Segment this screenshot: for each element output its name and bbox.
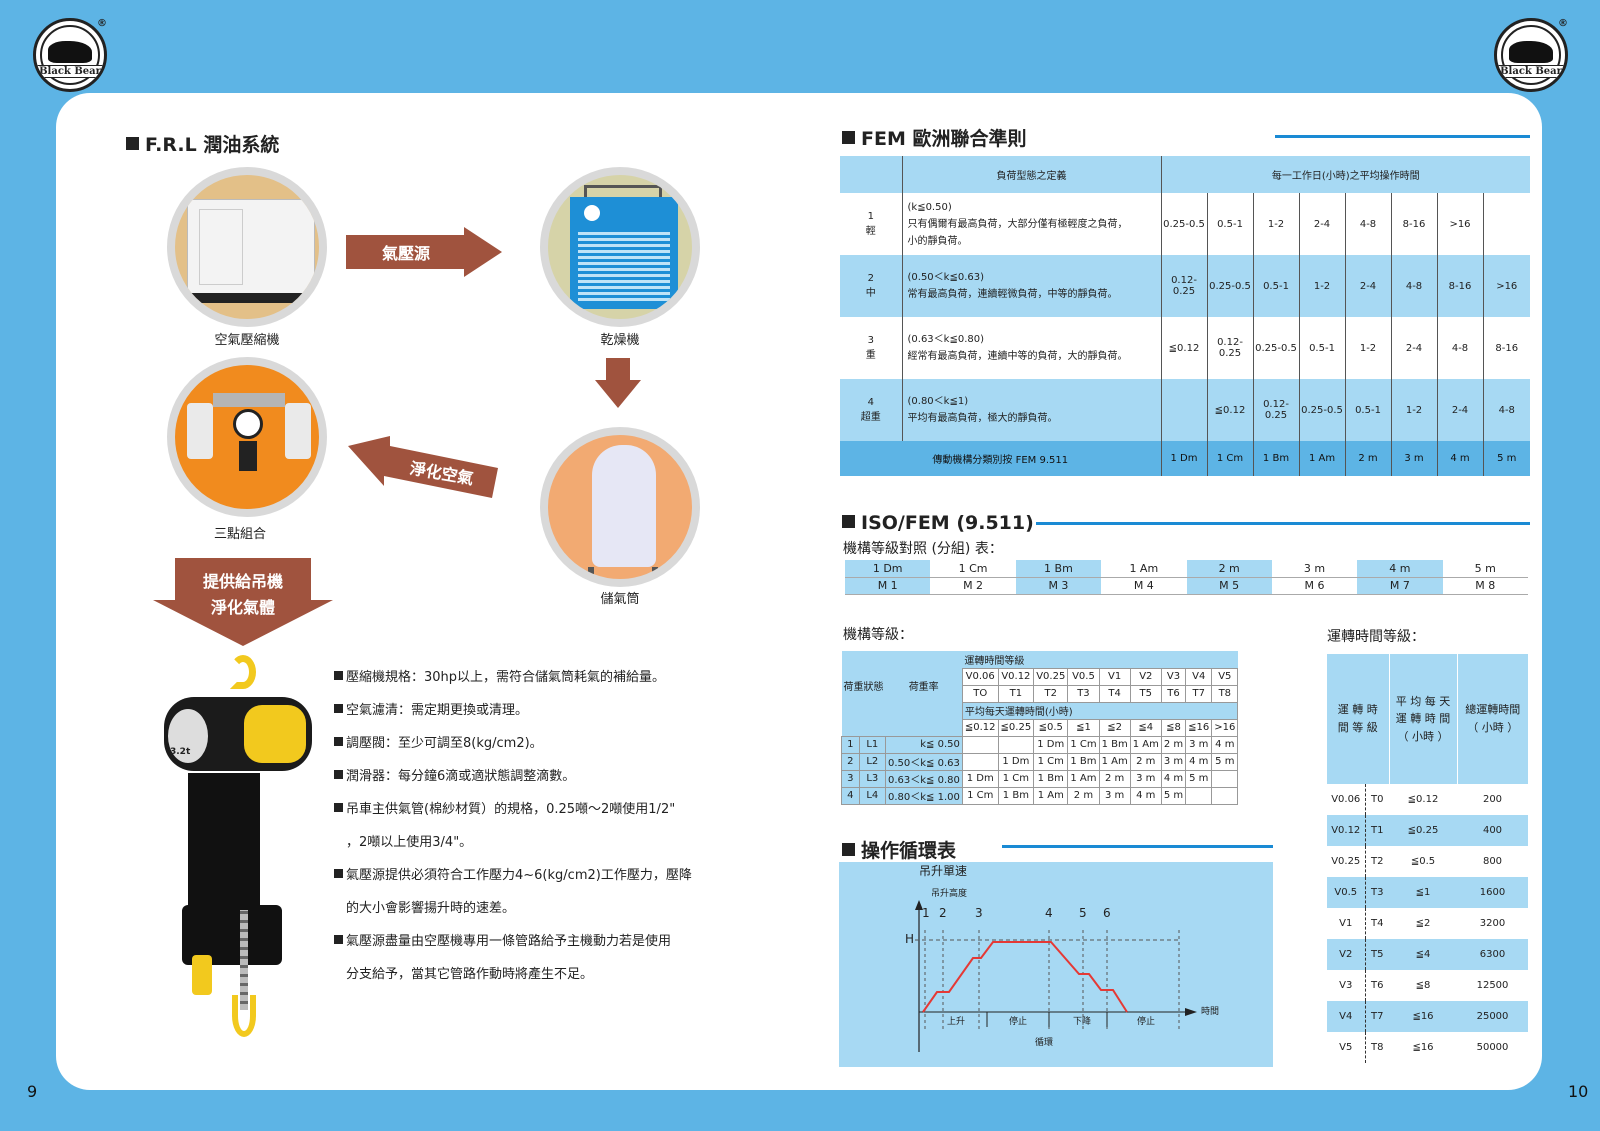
page-number-right: 10 (1568, 1082, 1589, 1101)
bullet-6: 氣壓源提供必須符合工作壓力4~6(kg/cm2)工作壓力，壓降 (334, 864, 692, 883)
dryer-label: 乾燥機 (600, 333, 640, 348)
bullet-7-cont: 分支給予，當其它管路作動時將產生不足。 (346, 967, 594, 982)
air-source-arrow-icon (346, 227, 502, 277)
registered-mark: ® (97, 18, 107, 29)
bullet-1: 壓縮機規格：30hp以上，需符合儲氣筒耗氣的補給量。 (334, 666, 665, 685)
registered-mark: ® (1558, 18, 1568, 29)
air-hoist-image: 3.2t (160, 655, 315, 1045)
bullet-3: 調壓閥：至少可調至8(kg/cm2)。 (334, 732, 543, 751)
iso-subtitle: 機構等級對照 (分組) 表： (843, 541, 1003, 557)
frl-title: F.R.L 潤油系統 (126, 130, 279, 157)
compressor-image (167, 167, 327, 327)
supply-label-line2: 淨化氣體 (210, 598, 275, 617)
cycle-title: 操作循環表 (842, 836, 956, 863)
bullet-7: 氣壓源盡量由空壓機專用一條管路給予主機動力若是使用 (334, 930, 671, 949)
bullet-5: 吊車主供氣管(棉紗材質）的規格，0.25噸～2噸使用1/2" (334, 798, 675, 817)
frl-combo-image (167, 357, 327, 517)
fem-title: FEM 歐洲聯合準則 (842, 124, 1026, 151)
cycle-title-rule (1002, 845, 1273, 848)
cycle-diagram: 吊升單速 吊升高度 H 1 2 3 4 5 6 時間 上升 停止 下降 停止 循… (839, 862, 1273, 1067)
compressor-label: 空氣壓縮機 (214, 333, 280, 348)
supply-arrow-icon (153, 558, 333, 646)
tank-label: 儲氣筒 (600, 592, 640, 607)
black-bear-logo-right: Black Bear (1494, 18, 1568, 92)
purify-arrow-icon (348, 436, 498, 498)
run-class-table: 運 轉 時間 等 級 平 均 每 天運 轉 時 間（ 小時 ） 總運轉時間（ 小… (1327, 654, 1528, 1063)
supply-label-line1: 提供給吊機 (202, 572, 283, 591)
bullet-4: 潤滑器：每分鐘6滴或適狀態調整滴數。 (334, 765, 575, 784)
page-number-left: 9 (27, 1082, 38, 1101)
fem-head-time: 每一工作日(小時)之平均操作時間 (1161, 156, 1530, 193)
black-bear-logo-left: Black Bear (33, 18, 107, 92)
dryer-image (540, 167, 700, 327)
air-source-label: 氣壓源 (381, 244, 430, 263)
bullet-6-cont: 的大小會影響揚升時的速差。 (346, 901, 516, 916)
down-arrow-icon (595, 358, 641, 408)
bullet-5-cont: ，2噸以上使用3/4"。 (346, 835, 473, 850)
mech-title: 機構等級： (843, 627, 913, 643)
bullet-2: 空氣濾清：需定期更換或清理。 (334, 699, 528, 718)
iso-title: ISO/FEM (9.511) (842, 512, 1034, 534)
run-title: 運轉時間等級： (1327, 629, 1425, 645)
fem-head-definition: 負荷型態之定義 (902, 156, 1162, 193)
fem-title-rule (1275, 135, 1530, 138)
tank-image (540, 427, 700, 587)
iso-title-rule (1036, 522, 1530, 525)
frl-combo-label: 三點組合 (213, 527, 266, 542)
